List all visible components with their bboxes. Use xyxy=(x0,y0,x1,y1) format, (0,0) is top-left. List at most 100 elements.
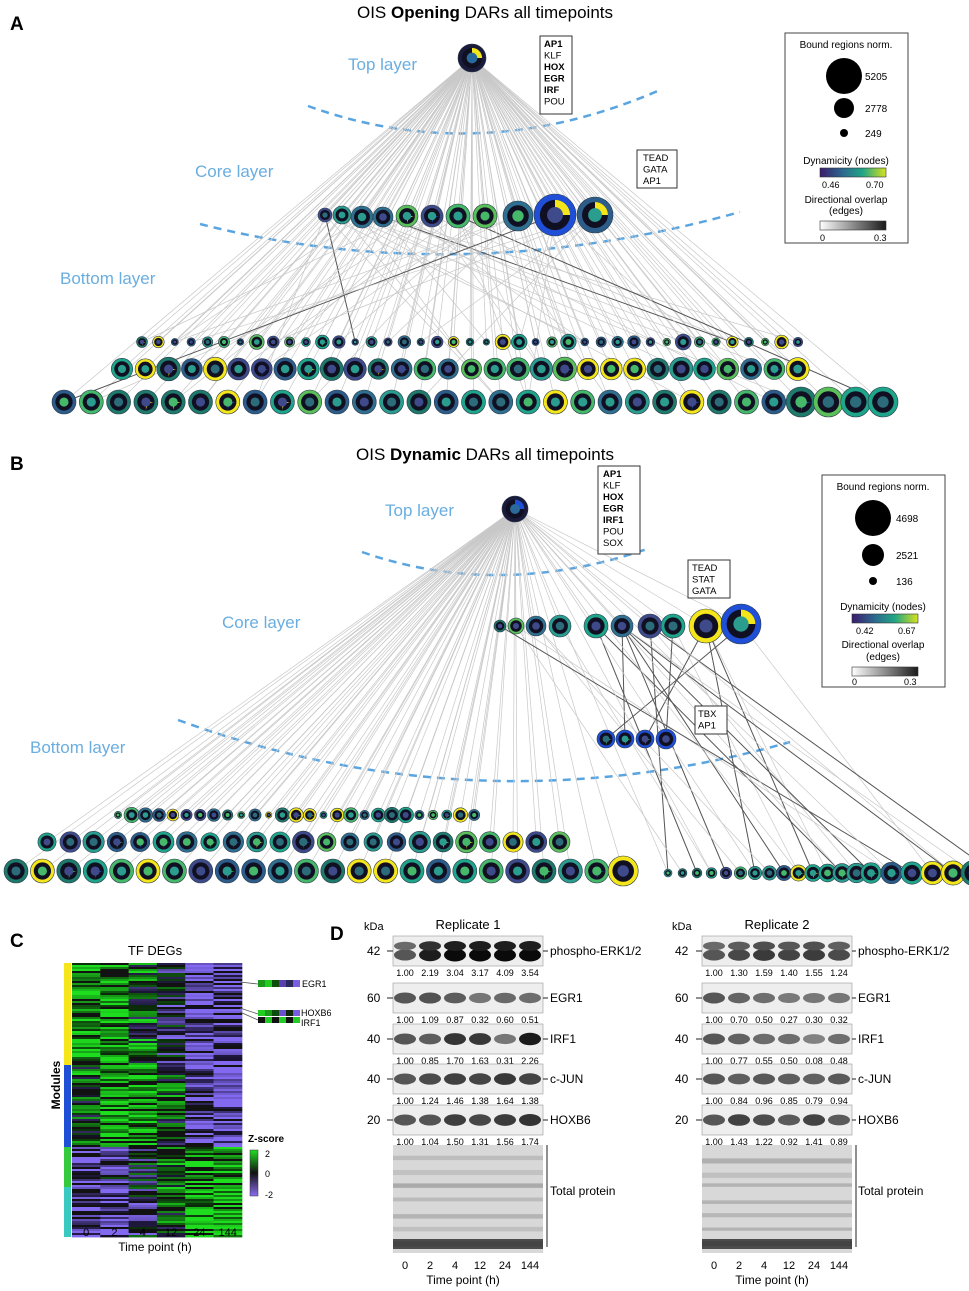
band-quantification: 0.32 xyxy=(830,1015,848,1025)
network-node xyxy=(552,356,577,382)
network-edge xyxy=(141,215,408,343)
band-quantification: 1.55 xyxy=(805,968,823,978)
network-edge xyxy=(471,57,486,217)
protein-label: EGR1 xyxy=(550,991,583,1005)
network-edge xyxy=(145,57,473,403)
network-node xyxy=(106,389,131,415)
network-node xyxy=(399,858,425,884)
network-node xyxy=(832,863,852,883)
network-edge xyxy=(471,57,798,370)
marker-kda: 42 xyxy=(367,944,381,958)
module-segment xyxy=(64,1065,71,1147)
network-node xyxy=(266,335,280,349)
band-quantification: 1.00 xyxy=(396,1137,414,1147)
network-node xyxy=(734,389,759,415)
network-edge xyxy=(514,508,954,874)
panel-d-xlabel: Time point (h) xyxy=(735,1273,809,1287)
zscore-title: Z-score xyxy=(248,1134,285,1145)
network-node xyxy=(426,858,451,884)
network-node xyxy=(3,858,29,884)
network-node xyxy=(106,832,127,852)
network-node xyxy=(330,807,345,823)
network-node xyxy=(465,337,475,347)
motif-label: STAT xyxy=(692,575,715,586)
panel-c-x-tick: 2 xyxy=(111,1227,117,1239)
network-node xyxy=(472,203,498,229)
network-node xyxy=(774,334,789,350)
panel-b-legend-size-small-label: 136 xyxy=(896,577,913,588)
network-node xyxy=(785,386,817,418)
network-node xyxy=(867,386,899,418)
network-node xyxy=(583,613,609,639)
network-edge xyxy=(190,57,473,343)
motif-label: IRF1 xyxy=(603,515,624,526)
network-node xyxy=(180,809,193,821)
panel-d-letter: D xyxy=(330,924,344,945)
motif-label: AP1 xyxy=(698,721,716,732)
network-node xyxy=(761,389,787,415)
network-node xyxy=(301,337,311,347)
network-edge xyxy=(116,508,516,843)
motif-label: POU xyxy=(603,527,624,538)
network-node xyxy=(343,807,359,823)
network-node xyxy=(482,338,490,346)
network-node xyxy=(691,867,703,879)
network-edge xyxy=(471,57,553,343)
network-node xyxy=(880,861,903,885)
network-node xyxy=(294,858,319,884)
network-node xyxy=(719,866,733,880)
network-edge xyxy=(649,625,857,874)
network-node xyxy=(860,862,882,884)
network-edge xyxy=(382,216,799,343)
panel-a-top-motif-box xyxy=(539,35,573,115)
network-node xyxy=(627,335,641,349)
network-edge xyxy=(436,57,473,343)
panel-b-legend-ov-title2: (edges) xyxy=(866,652,900,663)
network-node xyxy=(846,862,867,884)
network-edge xyxy=(514,508,756,874)
network-node xyxy=(332,205,352,225)
network-edge xyxy=(209,508,516,843)
network-edge xyxy=(514,508,799,874)
irf1-row-strip xyxy=(258,1017,300,1023)
network-node xyxy=(319,811,328,819)
network-node xyxy=(506,357,530,381)
network-edge xyxy=(46,508,516,843)
network-node xyxy=(525,831,548,853)
network-edge xyxy=(644,625,707,740)
network-edge xyxy=(672,625,799,874)
network-node xyxy=(478,858,504,884)
gene-label-hoxb6: HOXB6 xyxy=(301,1008,332,1018)
panel-d-x-tick: 2 xyxy=(427,1260,433,1272)
network-edge xyxy=(705,625,756,874)
network-node xyxy=(273,357,297,381)
network-node xyxy=(479,831,501,853)
network-node xyxy=(246,831,267,853)
motif-label: AP1 xyxy=(544,39,563,50)
network-edge xyxy=(514,508,571,872)
panel-c-xlabel: Time point (h) xyxy=(118,1240,192,1254)
band-quantification: 1.41 xyxy=(805,1137,823,1147)
network-node xyxy=(693,357,716,381)
band-quantification: 1.00 xyxy=(705,968,723,978)
band-quantification: 1.22 xyxy=(755,1137,773,1147)
network-node xyxy=(705,867,718,879)
network-node xyxy=(82,831,105,853)
network-node xyxy=(332,335,346,349)
network-node xyxy=(688,608,724,644)
network-edge xyxy=(471,57,829,403)
network-edge xyxy=(254,57,473,403)
panel-a-letter: A xyxy=(10,14,24,35)
band-quantification: 1.38 xyxy=(521,1096,539,1106)
band-quantification: 1.38 xyxy=(471,1096,489,1106)
panel-b-network-nodes xyxy=(3,495,969,887)
network-node xyxy=(776,865,792,881)
panel-c-heatmap xyxy=(72,963,243,1238)
network-node xyxy=(297,389,323,415)
band-quantification: 1.00 xyxy=(705,1096,723,1106)
network-node xyxy=(674,333,692,351)
